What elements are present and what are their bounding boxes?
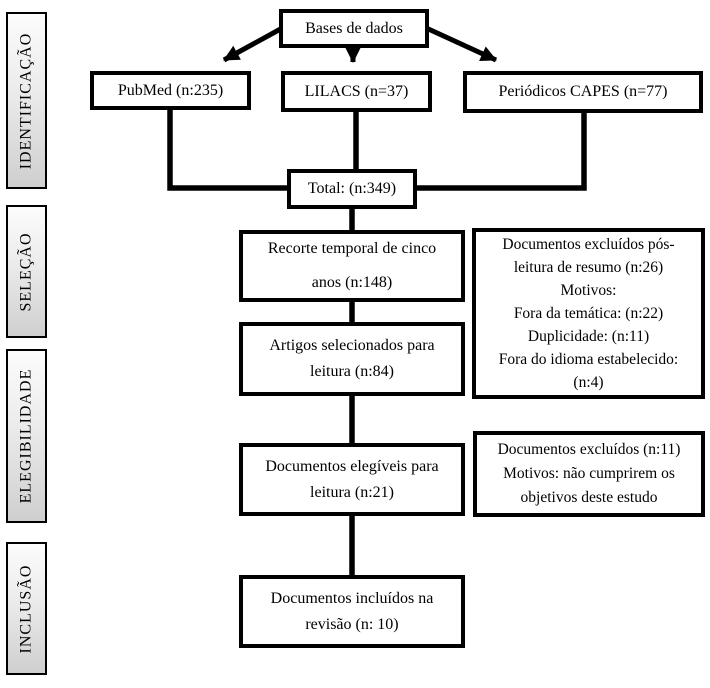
- node-bases-de-dados: Bases de dados: [279, 9, 429, 48]
- node-total-text: Total: (n:349): [307, 180, 397, 198]
- node-recorte-temporal-text: Recorte temporal de cinco anos (n:148): [267, 240, 437, 291]
- node-incluidos-revisao-text: Documentos incluídos na revisão (n: 10): [270, 589, 434, 633]
- node-elegiveis: Documentos elegíveis para leitura (n:21): [239, 443, 465, 516]
- node-excluidos-elegibilidade-text: Documentos excluídos (n:11) Motivos: não…: [497, 441, 681, 506]
- arrow-bases-to-capes: [422, 24, 498, 63]
- node-bases-de-dados-text: Bases de dados: [305, 19, 403, 37]
- stage-identificacao-label: IDENTIFICAÇÃO: [17, 32, 35, 169]
- connector-capes-to-total: [413, 108, 587, 191]
- node-elegiveis-text: Documentos elegíveis para leitura (n:21): [265, 457, 439, 501]
- node-periodicos-capes: Periódicos CAPES (n=77): [463, 71, 703, 113]
- stage-selecao-label: SELEÇÃO: [17, 232, 35, 311]
- node-total: Total: (n:349): [287, 169, 417, 209]
- stage-selecao: SELEÇÃO: [6, 205, 47, 338]
- stage-elegibilidade: ELEGIBILIDADE: [6, 349, 47, 523]
- node-pubmed: PubMed (n:235): [90, 71, 251, 110]
- arrow-bases-to-pubmed: [222, 23, 288, 63]
- node-periodicos-capes-text: Periódicos CAPES (n=77): [498, 83, 668, 101]
- node-excluidos-pos-leitura-text: Documentos excluídos pós- leitura de res…: [498, 236, 679, 391]
- node-artigos-selecionados: Artigos selecionados para leitura (n:84): [239, 322, 465, 396]
- stage-inclusao: INCLUSÃO: [6, 542, 47, 675]
- node-incluidos-revisao: Documentos incluídos na revisão (n: 10): [239, 575, 465, 648]
- stage-elegibilidade-label: ELEGIBILIDADE: [17, 368, 35, 504]
- node-lilacs: LILACS (n=37): [281, 71, 432, 112]
- node-lilacs-text: LILACS (n=37): [304, 82, 409, 100]
- node-pubmed-text: PubMed (n:235): [117, 81, 224, 99]
- node-excluidos-pos-leitura: Documentos excluídos pós- leitura de res…: [472, 228, 705, 399]
- connector-pubmed-to-total: [167, 108, 291, 191]
- node-excluidos-elegibilidade: Documentos excluídos (n:11) Motivos: não…: [473, 431, 705, 517]
- stage-inclusao-label: INCLUSÃO: [17, 564, 35, 653]
- node-artigos-selecionados-text: Artigos selecionados para leitura (n:84): [269, 337, 435, 380]
- node-recorte-temporal: Recorte temporal de cinco anos (n:148): [239, 230, 465, 302]
- stage-identificacao: IDENTIFICAÇÃO: [6, 12, 47, 189]
